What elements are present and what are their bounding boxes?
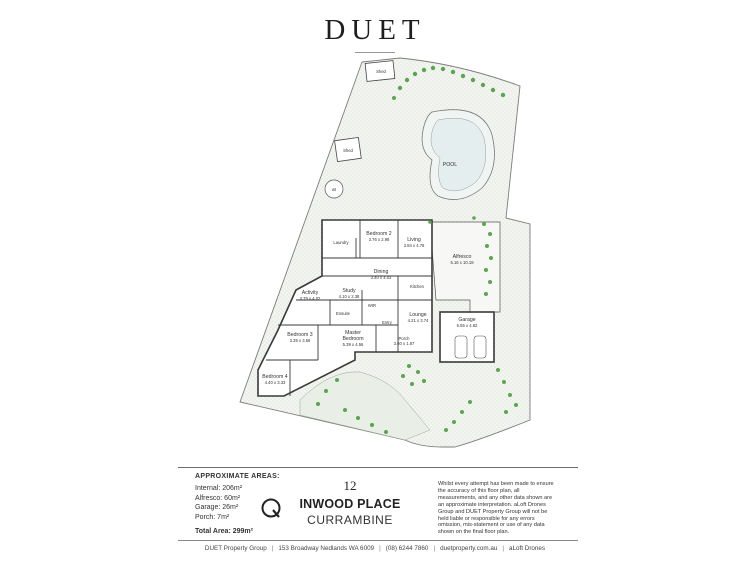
garage-dims: 5.55 x 4.82 [457, 323, 478, 328]
lounge-dims: 4.21 x 3.74 [408, 318, 429, 323]
interior-walls [266, 220, 432, 396]
footer-address: 153 Broadway Nedlands WA 6009 [278, 545, 375, 552]
ensuite-name: Ensuite [336, 311, 351, 316]
footer: DUET Property Group|153 Broadway Nedland… [204, 545, 546, 552]
living-name: Living [407, 237, 421, 243]
bedroom2-dims: 3.76 x 2.98 [369, 237, 390, 242]
room-bedroom2: Bedroom 2 3.76 x 2.98 [366, 231, 391, 242]
bedroom3-name: Bedroom 3 [287, 332, 312, 338]
wir-name: WIR [368, 303, 376, 308]
dining-name: Dining [374, 269, 389, 275]
laundry-name: Laundry [333, 240, 349, 245]
q-logo-icon [261, 498, 281, 518]
room-porch: Porch 3.60 x 1.87 [394, 336, 415, 346]
footer-website[interactable]: duetproperty.com.au [440, 545, 498, 552]
study-name: Study [342, 288, 356, 294]
room-kitchen: Kitchen [410, 284, 425, 289]
pool-label: POOL [443, 162, 458, 168]
living-dims: 3.84 x 4.78 [404, 243, 425, 248]
footer-company: DUET Property Group [204, 545, 267, 552]
area-total: Total Area: 299m² [195, 528, 253, 536]
activity-name: Activity [302, 290, 319, 296]
pool: POOL [421, 109, 495, 200]
entry-name: Entry [382, 320, 393, 325]
area-porch: Porch: 7m² [195, 513, 230, 521]
room-ensuite: Ensuite [336, 311, 351, 316]
study-dims: 4.10 x 2.38 [339, 294, 360, 299]
garage-name: Garage [458, 317, 475, 323]
room-bedroom3: Bedroom 3 3.39 x 3.56 [287, 332, 312, 343]
master-dims: 5.39 x 4.56 [343, 342, 364, 347]
shed-top: Shed [364, 60, 396, 82]
master-name-l1: Master [345, 330, 361, 336]
alfresco-dims: 5.16 x 10.18 [450, 260, 474, 265]
alfresco-name: Alfresco [453, 254, 472, 260]
shed-mid-label: Shed [343, 148, 353, 153]
areas-heading: APPROXIMATE AREAS: [195, 473, 280, 480]
room-garage: Garage 5.55 x 4.82 [454, 317, 487, 359]
approximate-areas: APPROXIMATE AREAS: Internal: 206m² Alfre… [195, 472, 345, 536]
water-tank-label: wt [332, 187, 337, 192]
shed-mid: Shed [334, 136, 362, 163]
house-number: 12 [343, 478, 357, 493]
bedroom3-dims: 3.39 x 3.56 [290, 338, 311, 343]
room-entry: Entry [382, 320, 393, 325]
footer-aloft: aLoft Drones [509, 545, 546, 552]
footer-phone[interactable]: (08) 6244 7860 [385, 545, 429, 552]
room-wir: WIR [368, 303, 376, 308]
area-garage: Garage: 26m² [195, 504, 239, 512]
dining-dims: 3.40 x 4.03 [371, 275, 392, 280]
room-laundry: Laundry [333, 240, 349, 245]
disclaimer-text: Whilst every attempt has been made to en… [438, 481, 554, 536]
room-bedroom4: Bedroom 4 4.40 x 3.33 [262, 374, 287, 385]
master-name-l2: Bedroom [342, 336, 363, 342]
lounge-name: Lounge [409, 312, 426, 318]
suburb-name: CURRAMBINE [307, 513, 393, 527]
footer-divider [178, 540, 578, 541]
activity-dims: 3.79 x 4.02 [300, 296, 321, 301]
area-internal: Internal: 206m² [195, 485, 243, 493]
street-name: INWOOD PLACE [299, 497, 401, 511]
room-activity: Activity 3.79 x 4.02 [300, 290, 321, 301]
room-dining: Dining 3.40 x 4.03 [371, 269, 392, 280]
brand-underline [355, 52, 395, 53]
kitchen-name: Kitchen [410, 284, 425, 289]
info-divider [178, 467, 578, 468]
garden-shrubs [316, 65, 518, 434]
bedroom2-name: Bedroom 2 [366, 231, 391, 237]
bedroom4-dims: 4.40 x 3.33 [265, 380, 286, 385]
water-tank: wt [324, 179, 344, 199]
front-lawn [299, 371, 431, 441]
area-alfresco: Alfresco: 60m² [195, 494, 241, 502]
porch-dims: 3.60 x 1.87 [394, 341, 415, 346]
brand-logo: DUET [324, 14, 426, 46]
porch-name: Porch [399, 336, 411, 341]
shed-top-label: Shed [376, 69, 386, 74]
room-lounge: Lounge 4.21 x 3.74 [408, 312, 429, 323]
room-master: Master Bedroom 5.39 x 4.56 [342, 330, 364, 347]
room-study: Study 4.10 x 2.38 [339, 288, 360, 299]
alfresco: Alfresco 5.16 x 10.18 [450, 254, 474, 265]
room-living: Living 3.84 x 4.78 [404, 237, 425, 248]
bedroom4-name: Bedroom 4 [262, 374, 287, 380]
